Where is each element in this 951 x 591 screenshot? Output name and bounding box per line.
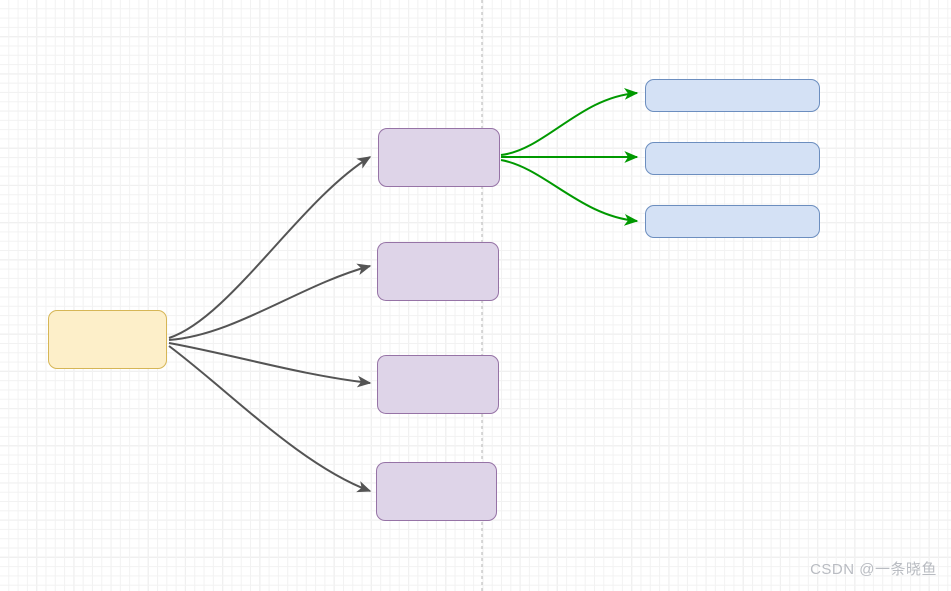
edge-start-to-mid-4[interactable] <box>168 345 372 493</box>
node-start[interactable] <box>48 310 167 369</box>
node-out-2[interactable] <box>645 142 820 175</box>
edge-mid-1-to-out-3[interactable] <box>500 159 639 226</box>
node-mid-3[interactable] <box>377 355 499 414</box>
edge-mid-1-to-out-1[interactable] <box>500 88 639 156</box>
edge-start-to-mid-2[interactable] <box>168 263 372 341</box>
edge-start-to-mid-3[interactable] <box>168 342 372 388</box>
node-mid-2[interactable] <box>377 242 499 301</box>
node-out-1[interactable] <box>645 79 820 112</box>
node-mid-4[interactable] <box>376 462 497 521</box>
node-out-3[interactable] <box>645 205 820 238</box>
watermark: CSDN @一条晓鱼 <box>810 561 937 578</box>
node-mid-1[interactable] <box>378 128 500 187</box>
edge-start-to-mid-1[interactable] <box>168 156 372 339</box>
